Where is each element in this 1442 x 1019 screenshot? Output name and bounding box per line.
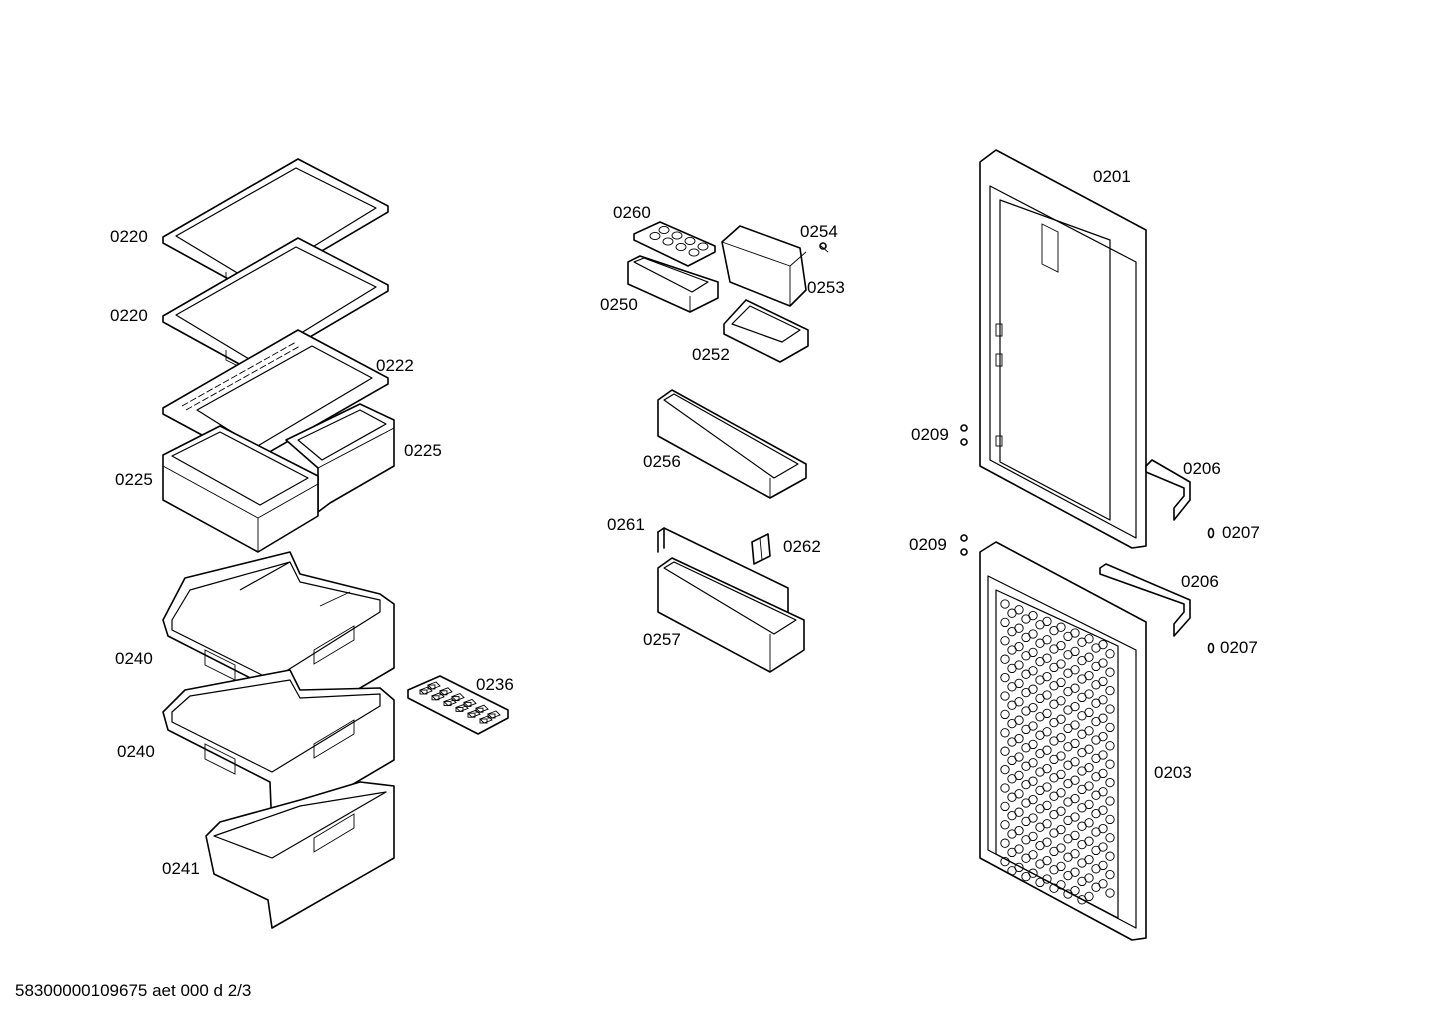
label-0225-right: 0225 (404, 441, 442, 460)
label-0207-lower: 0207 (1220, 638, 1258, 657)
door-shelf-middle (657, 389, 807, 499)
label-0250: 0250 (600, 295, 638, 314)
cap-lower (1207, 642, 1215, 654)
label-0206-lower: 0206 (1181, 572, 1219, 591)
freezer-drawer-bottom (205, 781, 395, 929)
label-0256: 0256 (643, 452, 681, 471)
label-0201: 0201 (1093, 167, 1131, 186)
label-0220-top: 0220 (110, 227, 148, 246)
label-0260: 0260 (613, 203, 651, 222)
label-0254: 0254 (800, 222, 838, 241)
label-0209-upper: 0209 (911, 425, 949, 444)
butter-tray (723, 299, 809, 363)
fridge-door (979, 541, 1147, 941)
label-0206-upper: 0206 (1183, 459, 1221, 478)
label-0257: 0257 (643, 630, 681, 649)
drawing-reference: 58300000109675 aet 000 d 2/3 (15, 981, 252, 1000)
cap-upper (1207, 527, 1215, 539)
ice-cube-tray (407, 675, 509, 735)
label-0222: 0222 (376, 356, 414, 375)
label-0253: 0253 (807, 278, 845, 297)
label-0203: 0203 (1154, 763, 1192, 782)
hinge-screws-upper (960, 424, 968, 446)
label-0241: 0241 (162, 859, 200, 878)
label-0207-upper: 0207 (1222, 523, 1260, 542)
label-0262: 0262 (783, 537, 821, 556)
door-shelf-bottom (657, 557, 805, 673)
bottle-clip (751, 533, 771, 565)
hinge-screws-lower (960, 534, 968, 556)
label-0236: 0236 (476, 675, 514, 694)
label-0209-lower: 0209 (909, 535, 947, 554)
door-handle-upper (1145, 459, 1191, 521)
label-0220-second: 0220 (110, 306, 148, 325)
door-shelf-small (627, 255, 719, 313)
screw (819, 242, 829, 253)
egg-tray (633, 221, 716, 267)
butter-box (721, 225, 807, 307)
label-0240-lower: 0240 (117, 742, 155, 761)
freezer-door (979, 149, 1147, 549)
label-0240-upper: 0240 (115, 649, 153, 668)
label-0261: 0261 (607, 515, 645, 534)
bottle-rail (657, 527, 789, 621)
door-handle-lower (1099, 563, 1191, 637)
crisper-drawer-left (162, 425, 319, 553)
label-0225-left: 0225 (115, 470, 153, 489)
label-0252: 0252 (692, 345, 730, 364)
